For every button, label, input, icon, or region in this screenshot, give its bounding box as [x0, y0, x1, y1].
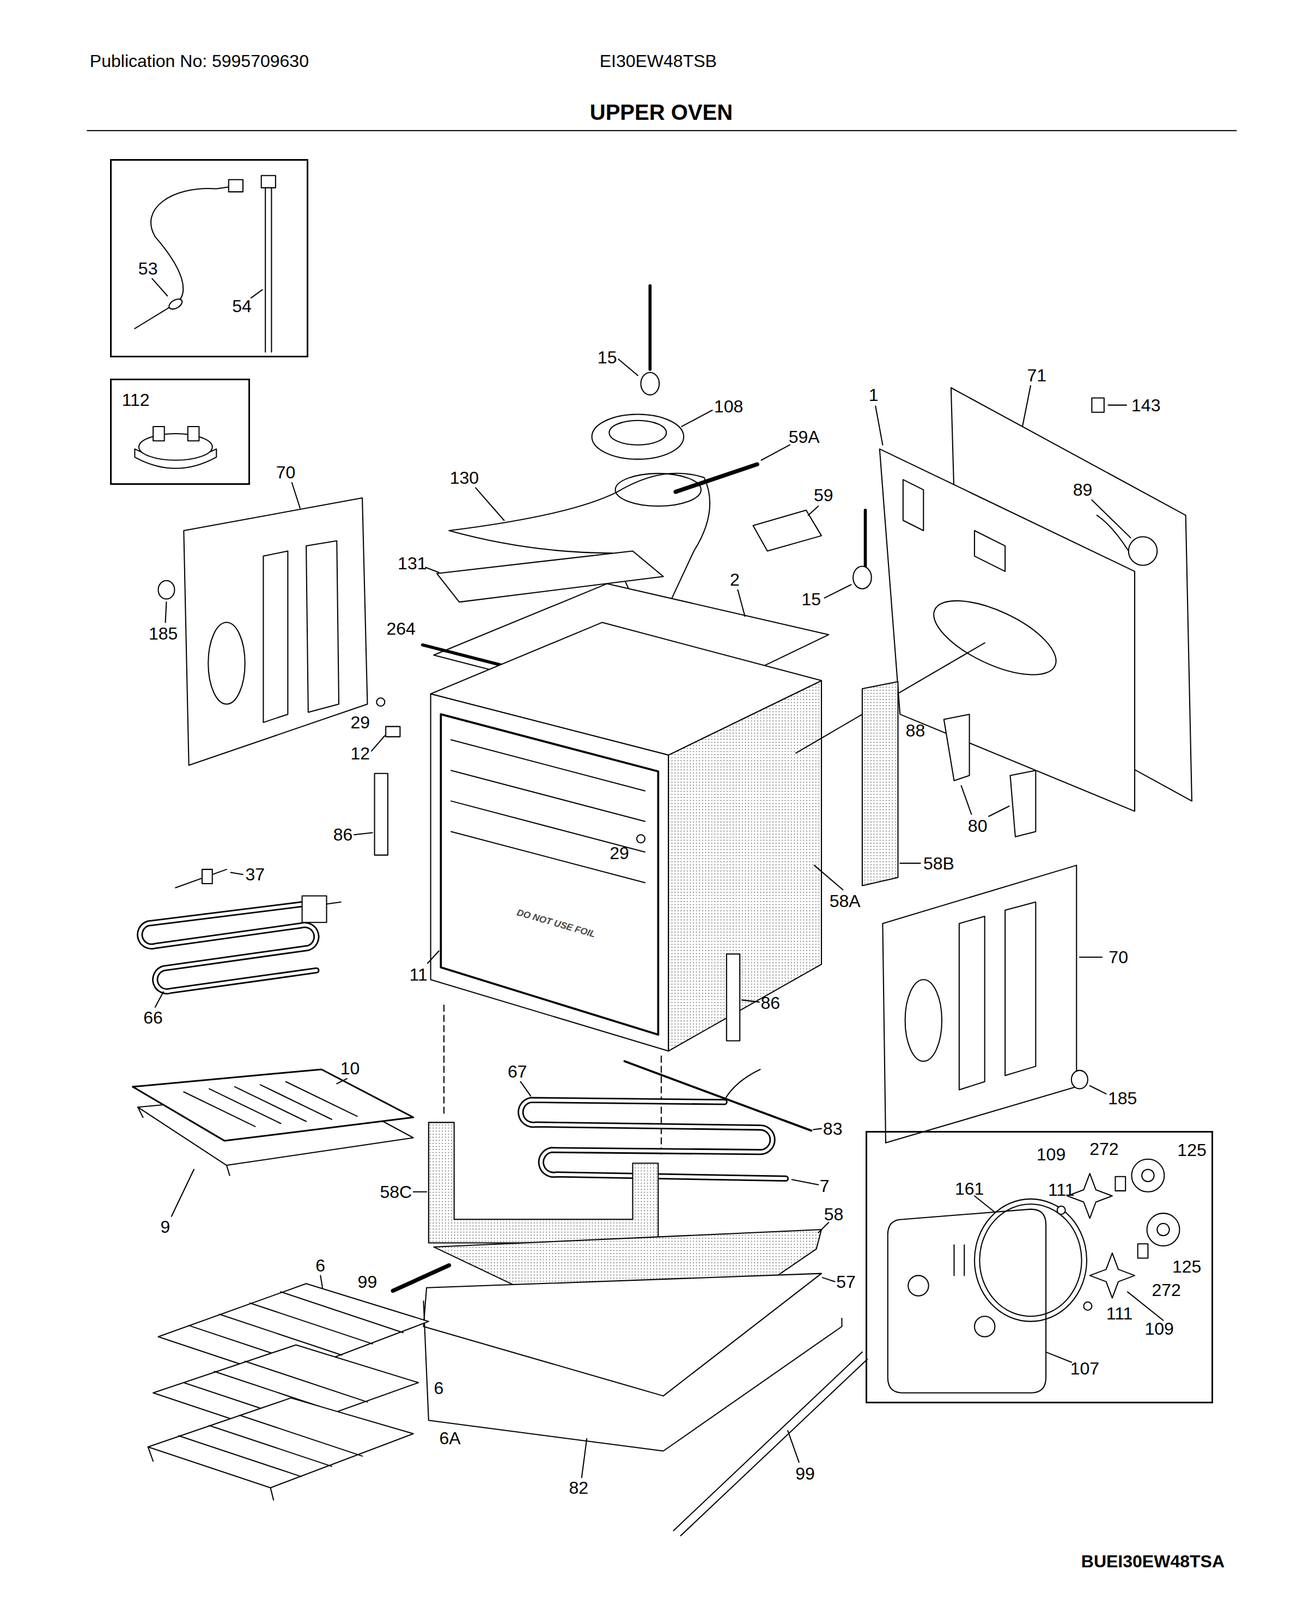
callout-number: 264 [386, 619, 416, 638]
callout-number: 37 [245, 865, 266, 884]
callout-number: 99 [795, 1464, 815, 1483]
callout-number: 112 [122, 391, 150, 409]
callout-number: 58B [923, 854, 955, 873]
callout-number: 272 [1152, 1281, 1181, 1299]
callout-number: 59 [813, 486, 834, 504]
callout-number: 11 [409, 965, 428, 984]
callout-number: 108 [714, 397, 744, 416]
callout-number: 125 [1172, 1257, 1202, 1276]
callout-number: 82 [568, 1478, 589, 1497]
callout-number: 7 [819, 1177, 830, 1195]
callout-number: 2 [729, 570, 740, 589]
title-text: UPPER OVEN [589, 101, 733, 124]
callout-number: 107 [1070, 1359, 1100, 1378]
callout-number: 15 [801, 590, 821, 608]
callout-number: 1 [868, 386, 879, 404]
callout-number: 57 [836, 1273, 856, 1291]
callout-number: 15 [597, 348, 618, 367]
callout-number: 143 [1131, 396, 1161, 414]
callout-number: 131 [397, 554, 427, 572]
footer-code: BUEI30EW48TSA [1081, 1552, 1225, 1570]
callout-number: 125 [1177, 1141, 1207, 1159]
callout-number: 89 [1073, 480, 1093, 499]
callout-number: 83 [823, 1119, 843, 1138]
callout-number: 88 [905, 721, 926, 740]
callout-number: 185 [148, 624, 178, 643]
callout-number: 66 [143, 1008, 163, 1027]
callout-number: 71 [1027, 366, 1047, 385]
callout-number: 6A [439, 1429, 461, 1447]
callout-number: 67 [507, 1062, 528, 1081]
callout-number: 58A [829, 892, 861, 910]
callout-number: 86 [760, 994, 781, 1012]
model-number: EI30EW48TSB [599, 52, 717, 70]
callout-number: 29 [350, 713, 370, 732]
callout-number: 59A [788, 428, 820, 446]
inset-frame: 53 54 [110, 159, 308, 357]
callout-number: 272 [1089, 1140, 1119, 1158]
callout-number: 58C [379, 1183, 412, 1201]
callout-number: 80 [967, 817, 988, 835]
callout-number: 10 [340, 1059, 361, 1077]
callout-number: 70 [1108, 948, 1129, 966]
callout-number: 185 [1107, 1089, 1137, 1107]
callout-number: 161 [954, 1179, 984, 1198]
inset-frame: 112 [110, 378, 251, 485]
callout-number: 70 [276, 463, 296, 481]
callout-number: 6 [434, 1379, 444, 1397]
callout-number: 29 [609, 844, 630, 862]
callout-number: 86 [333, 825, 353, 844]
callout-number: 109 [1036, 1145, 1066, 1163]
inset-frame: 109 272 125 161 111 125 272 111 109 107 [865, 1130, 1214, 1404]
callout-number: 54 [232, 297, 252, 315]
callout-number: 12 [350, 744, 370, 763]
callout-number: 111 [1048, 1180, 1075, 1199]
callout-number: 99 [357, 1273, 378, 1291]
callout-number: 111 [1106, 1304, 1134, 1323]
callout-number: 6 [315, 1256, 326, 1275]
callout-number: 9 [160, 1218, 171, 1236]
callout-number: 109 [1144, 1319, 1174, 1338]
callout-number: 130 [449, 469, 479, 487]
callout-number: 53 [138, 259, 158, 278]
callout-number: 58 [824, 1205, 844, 1223]
publication-number: Publication No: 5995709630 [89, 52, 309, 70]
